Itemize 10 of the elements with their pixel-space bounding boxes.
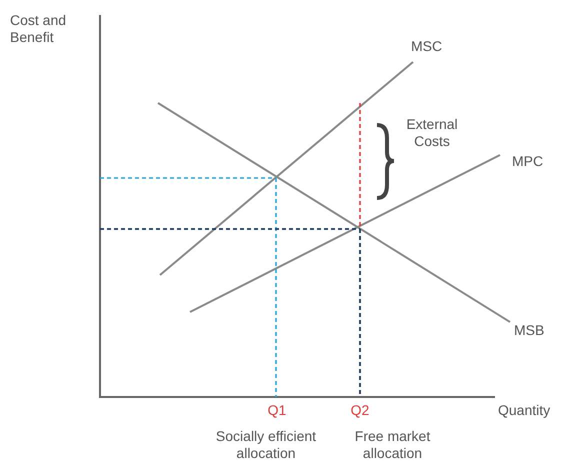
curve-label: MSB bbox=[514, 322, 546, 339]
axis-label: Cost and Benefit bbox=[10, 12, 68, 46]
curve-label: MPC bbox=[512, 153, 544, 170]
curve-label: MSC bbox=[411, 38, 444, 55]
annotation-text: Free market allocation bbox=[354, 428, 432, 462]
axis-label: Quantity bbox=[498, 402, 552, 419]
axis-tick-label: Q2 bbox=[350, 402, 370, 419]
axis-tick-label: Q1 bbox=[266, 402, 288, 419]
annotation-text: Socially efficient allocation bbox=[214, 428, 318, 462]
annotation-text: External Costs bbox=[405, 116, 459, 150]
